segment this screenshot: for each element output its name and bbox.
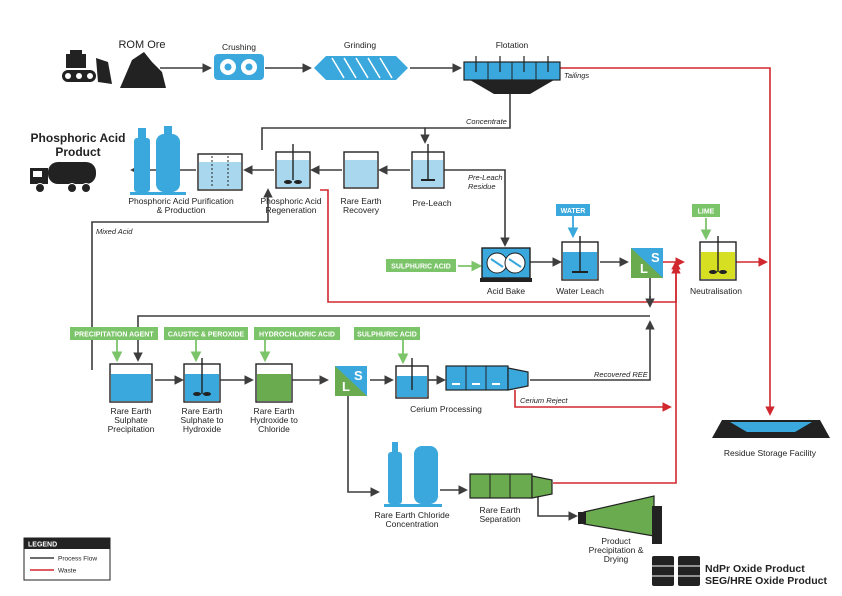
- precipitation-agent-tag: PRECIPITATION AGENT: [74, 332, 154, 339]
- pre-leach-residue-label-1: Pre-Leach: [468, 173, 503, 182]
- re-sulphate-precip-label-2: Sulphate: [114, 415, 148, 425]
- re-hydroxide-chloride-label-2: Hydroxide to: [250, 415, 298, 425]
- re-sulphate-precipitation-tank-icon: [109, 363, 153, 403]
- product-precip-label-1: Product: [601, 536, 631, 546]
- re-recovery-label-1: Rare Earth: [340, 196, 381, 206]
- grinding-label: Grinding: [344, 40, 376, 50]
- re-hydroxide-chloride-label-3: Chloride: [258, 424, 290, 434]
- cerium-processing-unit-icon: [445, 365, 529, 391]
- seg-product-label: SEG/HRE Oxide Product: [705, 575, 827, 587]
- bulldozer-icon: [62, 50, 112, 84]
- re-hydroxide-chloride-label-1: Rare Earth: [253, 406, 294, 416]
- crushing-label: Crushing: [222, 42, 256, 52]
- neutralisation-tank-icon: [699, 236, 737, 281]
- tailings-label: Tailings: [564, 71, 589, 80]
- ndpr-product-label: NdPr Oxide Product: [705, 563, 805, 575]
- ls-l-label-2: L: [342, 379, 350, 394]
- concentrate-label: Concentrate: [466, 117, 507, 126]
- flotation-cells-icon: [463, 56, 561, 94]
- re-sulphate-hydroxide-label-2: Sulphate to: [180, 415, 223, 425]
- re-recovery-label-2: Recovery: [343, 205, 380, 215]
- tanker-truck-icon: [30, 162, 96, 193]
- sulphuric-acid-tag-1: SULPHURIC ACID: [391, 264, 451, 271]
- waste-lines: [320, 67, 775, 484]
- caustic-peroxide-tag: CAUSTIC & PEROXIDE: [168, 332, 245, 339]
- recovered-ree-label: Recovered REE: [594, 370, 649, 379]
- residue-storage-label: Residue Storage Facility: [724, 448, 817, 458]
- legend: LEGEND Process Flow Waste: [23, 537, 111, 581]
- ore-pile-icon: [120, 52, 166, 88]
- acid-bake-label: Acid Bake: [487, 286, 526, 296]
- cerium-tank-icon: [395, 358, 429, 399]
- product-precip-label-2: Precipitation &: [589, 545, 644, 555]
- phos-regeneration-label-1: Phosphoric Acid: [261, 196, 322, 206]
- re-chloride-conc-label-2: Concentration: [386, 519, 439, 529]
- mixed-acid-label: Mixed Acid: [96, 227, 133, 236]
- water-tag: WATER: [561, 208, 586, 215]
- rom-ore-label: ROM Ore: [118, 39, 165, 51]
- re-separation-label-2: Separation: [479, 514, 520, 524]
- acid-bake-kiln-icon: [480, 247, 532, 282]
- phosphoric-purification-icon: [197, 153, 243, 191]
- phosphoric-acid-product-label-2: Product: [55, 145, 100, 159]
- water-leach-tank-icon: [561, 236, 599, 281]
- grinding-mill-icon: [314, 56, 408, 80]
- ls-s-label-2: S: [354, 368, 363, 383]
- ls-s-label-1: S: [651, 250, 660, 265]
- phos-regeneration-label-2: Regeneration: [265, 205, 316, 215]
- re-sulphate-hydroxide-tank-icon: [183, 358, 221, 403]
- cerium-reject-label: Cerium Reject: [520, 396, 568, 405]
- pre-leach-tank-icon: [411, 144, 445, 189]
- product-precip-label-3: Drying: [604, 554, 629, 564]
- re-sulphate-precip-label-3: Precipitation: [108, 424, 155, 434]
- phosphoric-acid-product-label-1: Phosphoric Acid: [31, 131, 126, 145]
- re-hydroxide-chloride-tank-icon: [255, 363, 293, 403]
- ls-l-label-1: L: [640, 261, 648, 276]
- phosphoric-regeneration-tank-icon: [275, 144, 311, 189]
- pre-leach-label: Pre-Leach: [412, 198, 451, 208]
- product-drums-icon: [652, 556, 700, 586]
- water-leach-label: Water Leach: [556, 286, 604, 296]
- residue-storage-icon: [712, 420, 830, 438]
- cerium-processing-label: Cerium Processing: [410, 404, 482, 414]
- re-sulphate-hydroxide-label-1: Rare Earth: [181, 406, 222, 416]
- reagent-feeds: [111, 216, 712, 365]
- rare-earth-recovery-tank-icon: [343, 151, 379, 189]
- stage-labels: ROM Ore Crushing Grinding Flotation Tail…: [31, 39, 828, 587]
- solid-liquid-separator-icon-1: L S: [631, 248, 663, 278]
- lime-tag: LIME: [698, 209, 715, 216]
- hydrochloric-acid-tag: HYDROCHLORIC ACID: [259, 332, 335, 339]
- flotation-label: Flotation: [496, 40, 529, 50]
- re-sulphate-precip-label-1: Rare Earth: [110, 406, 151, 416]
- neutralisation-label: Neutralisation: [690, 286, 742, 296]
- pre-leach-residue-label-2: Residue: [468, 182, 496, 191]
- crusher-icon: [214, 54, 264, 80]
- re-separation-label-1: Rare Earth: [479, 505, 520, 515]
- re-sulphate-hydroxide-label-3: Hydroxide: [183, 424, 222, 434]
- phos-purification-label-2: & Production: [157, 205, 206, 215]
- legend-process-label: Process Flow: [58, 556, 97, 563]
- solid-liquid-separator-icon-2: L S: [335, 366, 367, 396]
- phos-purification-label-1: Phosphoric Acid Purification: [128, 196, 234, 206]
- legend-waste-label: Waste: [58, 568, 77, 575]
- reagent-tags: SULPHURIC ACID WATER LIME PRECIPITATION …: [70, 204, 720, 340]
- product-dryer-kiln-icon: [578, 495, 662, 544]
- legend-title: LEGEND: [28, 542, 57, 549]
- sulphuric-acid-tag-2: SULPHURIC ACID: [357, 332, 417, 339]
- phosphoric-plant-columns-icon: [130, 126, 186, 195]
- re-separation-unit-icon: [469, 473, 553, 499]
- re-chloride-concentration-icon: [384, 442, 442, 507]
- re-chloride-conc-label-1: Rare Earth Chloride: [374, 510, 449, 520]
